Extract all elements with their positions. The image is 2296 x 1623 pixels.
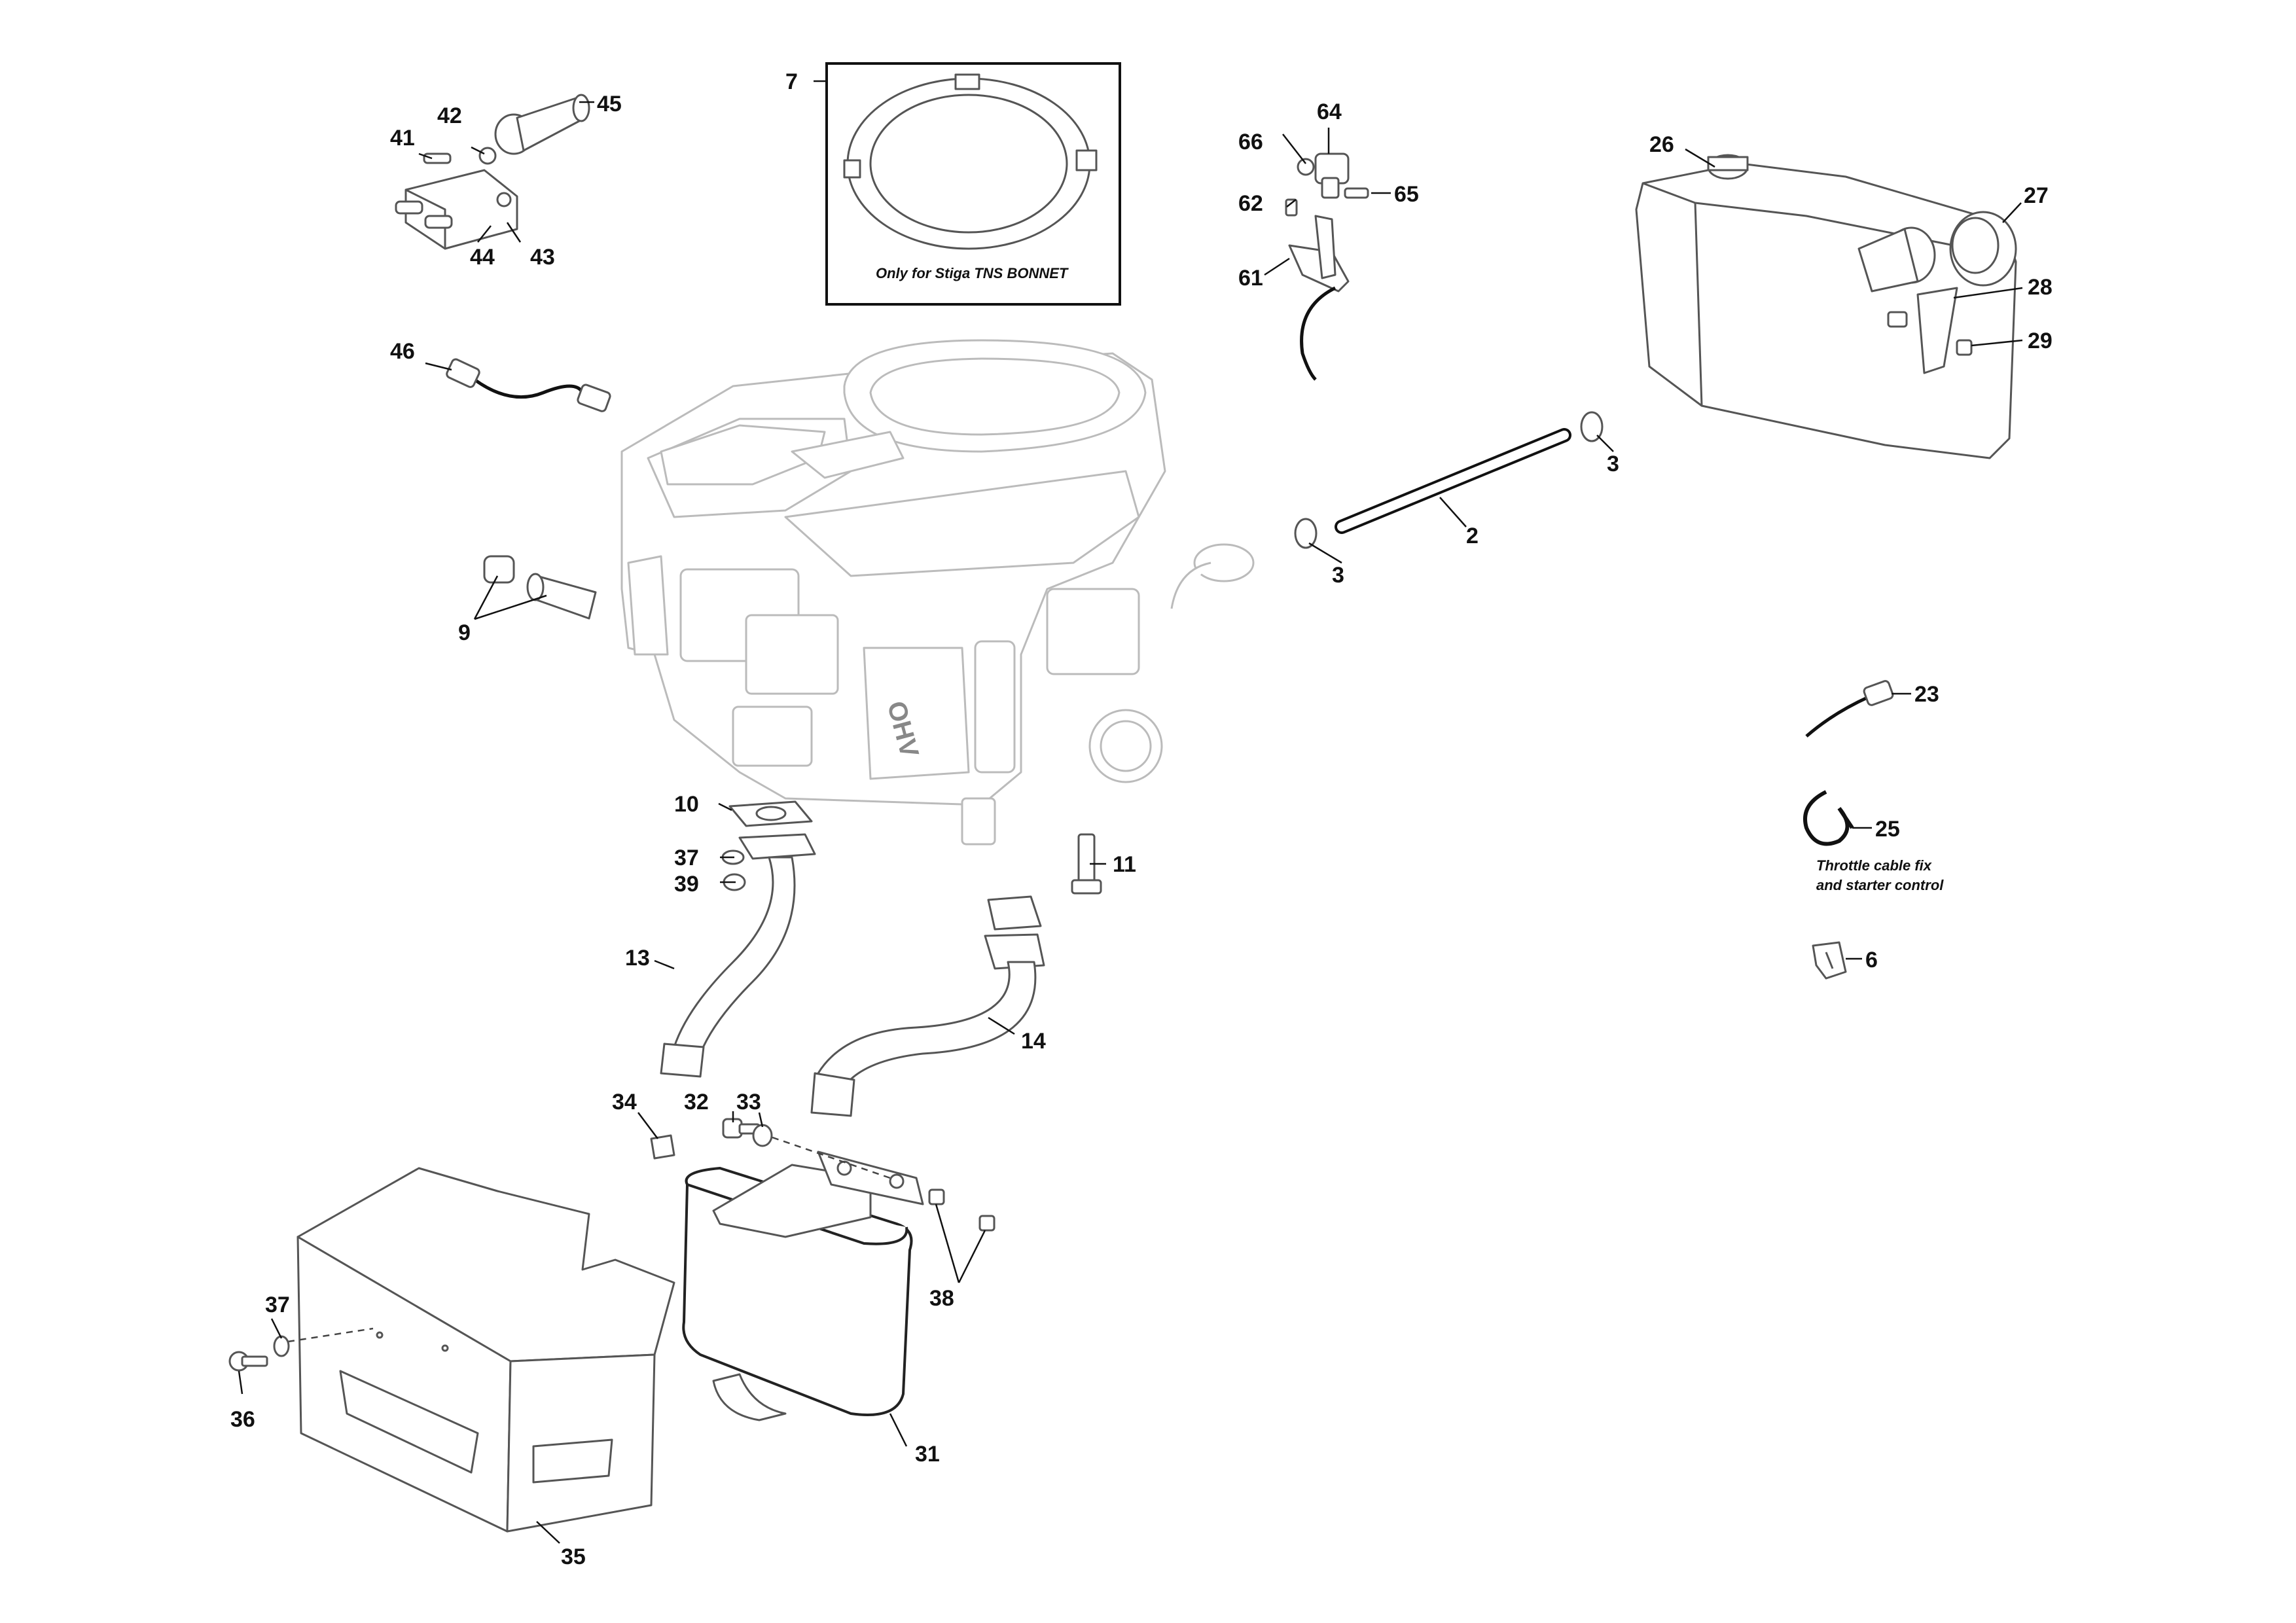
callout-labels: 7 45 42 41 44 43 46 9 10 37 39 11 13 14 … [230, 69, 2053, 1569]
screw-axis-36-37 [287, 1327, 374, 1343]
part-25-cable-tie [1803, 790, 1854, 846]
part-42-washer [478, 147, 497, 165]
part-46-wiring-lead [446, 358, 611, 412]
callout-25: 25 [1875, 817, 1900, 842]
part-38-nut [928, 1188, 996, 1232]
callout-29: 29 [2028, 329, 2053, 353]
callout-10: 10 [674, 792, 699, 817]
callout-9: 9 [458, 620, 471, 645]
callout-2: 2 [1466, 524, 1479, 548]
callout-41: 41 [390, 126, 415, 151]
part-45-pump-elbow [494, 94, 590, 155]
callout-66: 66 [1238, 130, 1263, 154]
throttle-note-line1: Throttle cable fix [1816, 857, 1932, 874]
callout-43: 43 [530, 245, 555, 270]
callout-23: 23 [1914, 682, 1939, 707]
part-61-throttle-lever [1288, 215, 1350, 381]
callout-37-exhaust: 37 [674, 846, 699, 870]
callout-28: 28 [2028, 275, 2053, 300]
callout-11: 11 [1113, 852, 1136, 877]
part-3-hose-clip [1294, 411, 1604, 549]
callout-62: 62 [1238, 191, 1263, 216]
callout-33: 33 [736, 1090, 761, 1115]
part-6-clip [1812, 941, 1847, 980]
callout-3-tank-side: 3 [1607, 452, 1619, 476]
callout-38: 38 [929, 1286, 954, 1311]
part-35-heat-shield [296, 1167, 675, 1533]
callout-34: 34 [612, 1090, 637, 1115]
part-11-bolt [1071, 833, 1102, 895]
part-13-exhaust-pipe [660, 833, 816, 1078]
part-2-fuel-hose [1335, 428, 1571, 534]
callout-3-engine-side: 3 [1332, 563, 1344, 588]
callout-26: 26 [1649, 132, 1674, 157]
part-29-nut [1956, 339, 1973, 356]
callout-44: 44 [470, 245, 495, 270]
part-36-screw [228, 1351, 268, 1372]
callout-13: 13 [625, 946, 650, 971]
bonnet-note: Only for Stiga TNS BONNET [876, 265, 1069, 281]
bolt-axis-32-33 [772, 1136, 891, 1179]
callout-27: 27 [2024, 183, 2049, 208]
callout-61: 61 [1238, 266, 1263, 291]
part-23-cable-end [1805, 680, 1894, 738]
part-65-screw [1344, 187, 1369, 199]
part-31-muffler [682, 1150, 924, 1421]
part-43-fuel-pump [395, 169, 518, 250]
part-41-screw [423, 152, 452, 164]
part-7-bonnet-ring: Only for Stiga TNS BONNET [825, 62, 1121, 306]
callout-7: 7 [785, 69, 798, 94]
part-34-clip-nut [650, 1134, 675, 1160]
callout-39: 39 [674, 872, 699, 897]
part-27-tank-cap [1857, 211, 2017, 293]
throttle-note-line2: and starter control [1816, 877, 1944, 893]
callout-65: 65 [1394, 182, 1419, 207]
part-10-gasket [728, 800, 813, 827]
callout-42: 42 [437, 103, 462, 128]
callout-31: 31 [915, 1442, 940, 1467]
callout-14: 14 [1021, 1029, 1046, 1054]
callout-32: 32 [684, 1090, 709, 1115]
part-28-tank-bracket [1887, 287, 1958, 374]
part-62-screw [1285, 198, 1298, 217]
callout-45: 45 [597, 92, 622, 116]
part-33-washer [752, 1124, 773, 1147]
part-66-nut [1297, 158, 1315, 176]
leader-lines [238, 80, 2023, 1544]
callout-37-shield: 37 [265, 1293, 290, 1317]
callout-36: 36 [230, 1407, 255, 1432]
callout-64: 64 [1317, 99, 1342, 124]
callout-46: 46 [390, 339, 415, 364]
engine: OHV [620, 339, 1255, 846]
part-9-nipple-and-cap [483, 555, 597, 620]
part-64-cable-clamp [1314, 152, 1350, 199]
part-26-fuel-tank [1635, 154, 2017, 459]
callout-6: 6 [1865, 948, 1878, 972]
part-14-exhaust-pipe [810, 895, 1045, 1117]
part-37-washer-shield [273, 1335, 290, 1357]
callout-35: 35 [561, 1544, 586, 1569]
